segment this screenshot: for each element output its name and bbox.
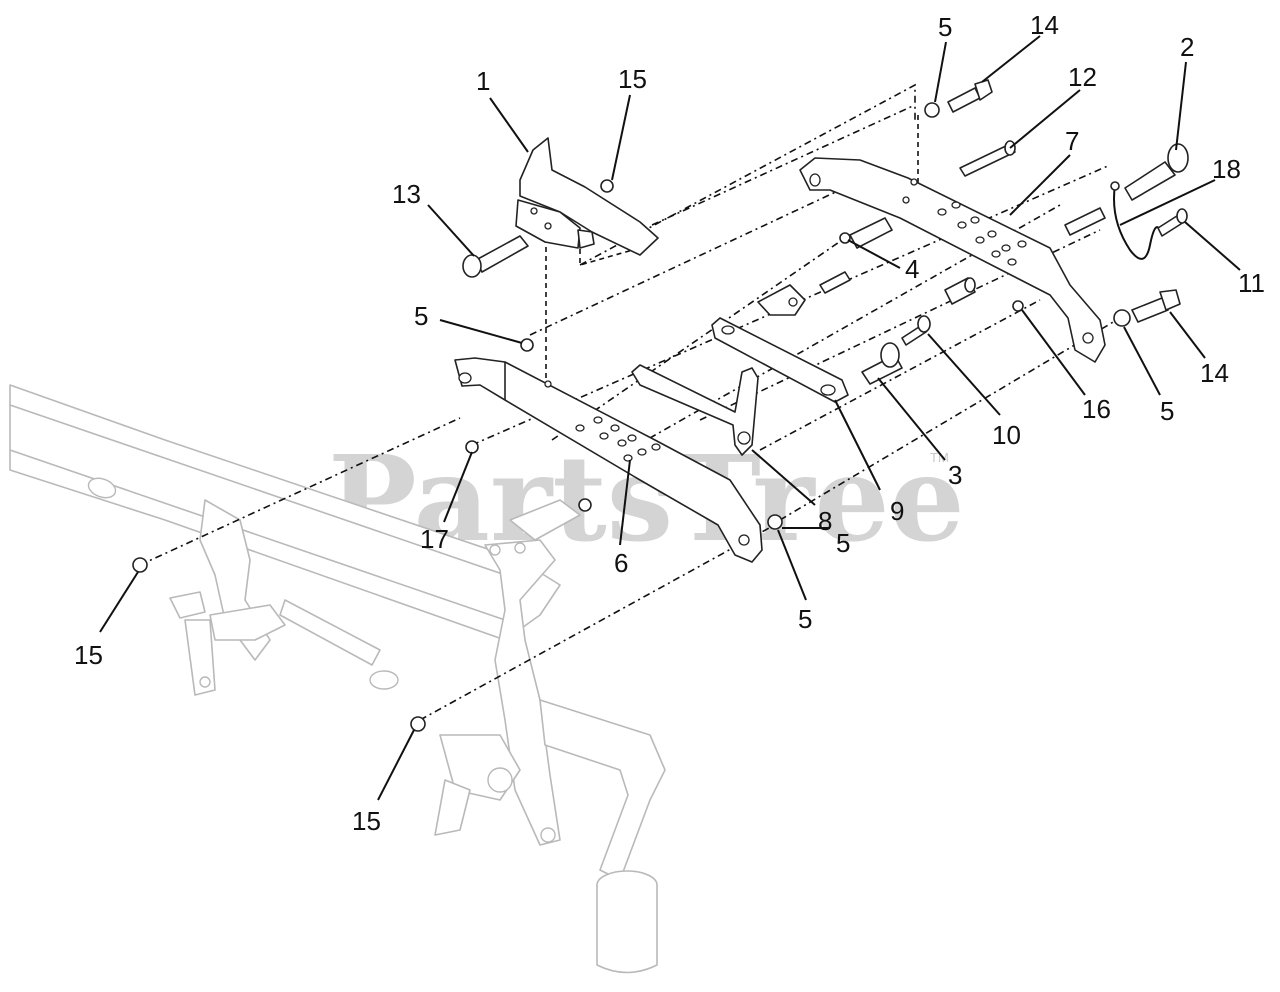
bracket-part-1	[515, 137, 659, 256]
callout-9: 9	[890, 496, 904, 526]
lanyard-part-18	[1110, 181, 1161, 260]
pin-part-2	[1124, 143, 1189, 201]
washer-part-5-right	[1113, 309, 1131, 327]
callout-14-right: 14	[1200, 358, 1229, 388]
callout-5-left: 5	[414, 301, 428, 331]
callout-8: 8	[818, 506, 832, 536]
washer-part-5-top	[924, 102, 940, 118]
link-part-8	[631, 364, 759, 456]
callout-15-top: 15	[618, 64, 647, 94]
callout-14-top: 14	[1030, 10, 1059, 40]
callout-6: 6	[614, 548, 628, 578]
bolt-part-14-right	[1131, 289, 1181, 323]
callout-4: 4	[905, 254, 919, 284]
plate-part-6	[454, 357, 763, 563]
nut-part-15-left	[132, 557, 148, 573]
callout-2: 2	[1180, 32, 1194, 62]
pin-right	[1064, 207, 1106, 236]
washer-part-5-lower	[767, 514, 783, 530]
callout-5-right: 5	[1160, 396, 1174, 426]
washer-part-5-left	[520, 338, 534, 352]
watermark-trademark: TM	[930, 450, 949, 465]
nut-part-16	[1012, 300, 1024, 312]
bolt-part-10	[901, 315, 931, 346]
nut-part-17	[465, 440, 479, 454]
callout-16: 16	[1082, 394, 1111, 424]
callout-7: 7	[1065, 126, 1079, 156]
callout-5-top: 5	[938, 12, 952, 42]
mower-frame-ghost	[9, 384, 666, 974]
callout-3: 3	[948, 460, 962, 490]
callout-13: 13	[392, 179, 421, 209]
callout-12: 12	[1068, 62, 1097, 92]
pin-bracket	[757, 284, 806, 316]
callout-numbers: 1 15 13 5 5 14 12 2 7 18 4 11 16 5 14 10…	[74, 10, 1265, 836]
nut-center	[578, 498, 592, 512]
callout-15-left: 15	[74, 640, 103, 670]
callout-11: 11	[1238, 268, 1265, 298]
pin-small	[819, 271, 851, 294]
assembly-lines	[139, 83, 1121, 721]
callout-5-lower: 5	[836, 528, 850, 558]
pin-part-12	[959, 140, 1016, 177]
nut-part-15-bottom	[410, 716, 426, 732]
bolt-part-11	[1157, 208, 1188, 237]
callout-15-bottom: 15	[352, 806, 381, 836]
nut-part-4	[839, 232, 851, 244]
callout-18: 18	[1212, 154, 1241, 184]
link-part-9	[711, 317, 849, 403]
plate-part-7	[799, 157, 1106, 363]
callout-17: 17	[420, 524, 449, 554]
callout-5-bottom: 5	[798, 604, 812, 634]
bolt-part-14-top	[947, 79, 993, 113]
nut-part-15-top	[600, 179, 614, 193]
bushing	[944, 277, 976, 305]
pin-part-3	[861, 342, 903, 385]
leader-lines	[99, 35, 1241, 801]
bolt-part-13	[462, 235, 529, 278]
callout-1: 1	[476, 66, 490, 96]
callout-10: 10	[992, 420, 1021, 450]
